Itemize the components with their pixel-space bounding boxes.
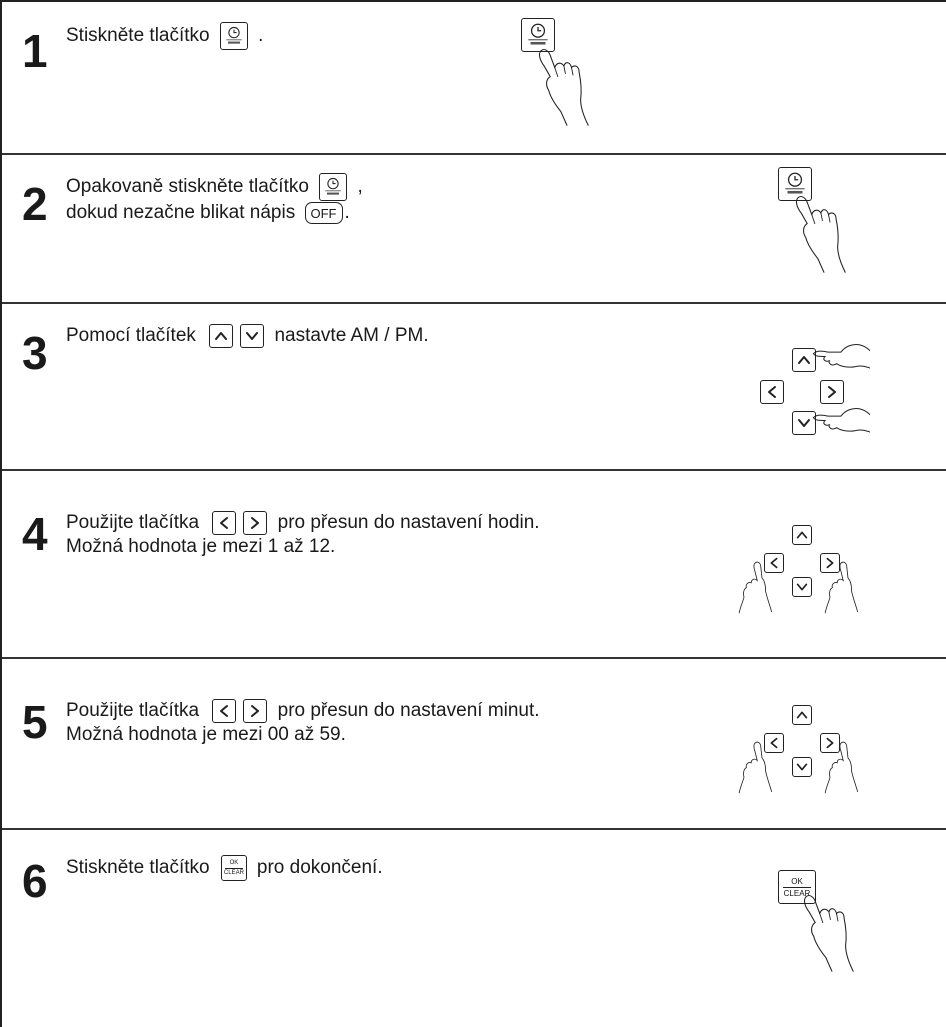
ok-key-top-label: OK [791,876,803,886]
right-arrow-icon [820,553,840,573]
step-text: Opakovaně stiskněte tlačítko , dokud nez… [66,173,363,225]
left-arrow-icon [764,553,784,573]
step-3: 3 Pomocí tlačítek nastavte AM / PM. [2,304,946,471]
pointing-hand-icon [812,340,870,370]
step-text-after: nastavte AM / PM. [269,325,429,346]
step-text-after: pro přesun do nastavení hodin. [272,512,540,533]
left-arrow-icon [764,733,784,753]
step-number: 6 [22,855,48,907]
step-6: 6 Stiskněte tlačítko OK CLEAR pro dokonč… [2,830,946,1027]
pointing-hand-icon [824,559,860,615]
up-arrow-icon [792,348,816,372]
down-arrow-icon [792,757,812,777]
step-text-after: pro dokončení. [256,857,383,878]
step-text-after: pro přesun do nastavení minut. [272,700,540,721]
pointing-hand-icon [800,892,876,976]
step-text-before: Použijte tlačítka [66,512,205,533]
left-arrow-icon [212,699,237,723]
step-text-before: Stiskněte tlačítko [66,857,215,878]
step-text-before: Pomocí tlačítek [66,325,202,346]
step-text-line2-end: . [344,202,350,223]
step-text-before: Použijte tlačítka [66,700,205,721]
step-text: Pomocí tlačítek nastavte AM / PM. [66,324,429,348]
step-number: 5 [22,696,48,748]
step-text: Stiskněte tlačítko . [66,22,264,50]
ok-key-bottom-label: CLEAR [783,888,811,898]
pointing-hand-icon [535,46,611,130]
pointing-hand-icon [738,559,774,615]
up-arrow-icon [792,705,812,725]
timer-key-icon [319,173,348,201]
right-arrow-icon [243,511,268,535]
step-number: 1 [22,25,48,77]
step-number: 4 [22,508,48,560]
pointing-hand-icon [792,193,868,277]
pointing-hand-icon [812,404,870,434]
step-text-before: Opakovaně stiskněte tlačítko [66,176,315,197]
step-text-after: . [252,25,264,46]
step-text-line2: Možná hodnota je mezi 1 až 12. [66,536,336,557]
step-text-before: Stiskněte tlačítko [66,25,215,46]
step-5: 5 Použijte tlačítka pro přesun do nastav… [2,659,946,830]
left-arrow-icon [760,380,784,404]
ok-clear-key-icon: OK CLEAR [220,855,247,881]
pointing-hand-icon [738,739,774,795]
down-arrow-icon [792,411,816,435]
timer-key-icon [219,22,248,50]
step-4: 4 Použijte tlačítka pro přesun do nastav… [2,471,946,659]
step-text-after: , [352,176,363,197]
step-number: 2 [22,178,48,230]
step-text-line2: dokud nezačne blikat nápis [66,202,301,223]
ok-key-top-label: OK [229,859,239,866]
timer-key-icon [521,18,555,52]
step-text: Použijte tlačítka pro přesun do nastaven… [66,699,540,747]
up-arrow-icon [209,324,234,348]
right-arrow-icon [820,733,840,753]
up-arrow-icon [792,525,812,545]
ok-clear-key-icon: OK CLEAR [778,870,816,904]
step-2: 2 Opakovaně stiskněte tlačítko , dokud n… [2,155,946,304]
down-arrow-icon [792,577,812,597]
step-1: 1 Stiskněte tlačítko . [2,2,946,155]
ok-key-bottom-label: CLEAR [223,869,244,876]
pointing-hand-icon [824,739,860,795]
off-badge: OFF [304,202,343,224]
step-text-line2: Možná hodnota je mezi 00 až 59. [66,724,346,745]
left-arrow-icon [212,511,237,535]
step-text: Stiskněte tlačítko OK CLEAR pro dokončen… [66,855,383,881]
timer-key-icon [778,167,812,201]
step-text: Použijte tlačítka pro přesun do nastaven… [66,511,540,559]
step-number: 3 [22,327,48,379]
down-arrow-icon [240,324,265,348]
right-arrow-icon [243,699,268,723]
right-arrow-icon [820,380,844,404]
